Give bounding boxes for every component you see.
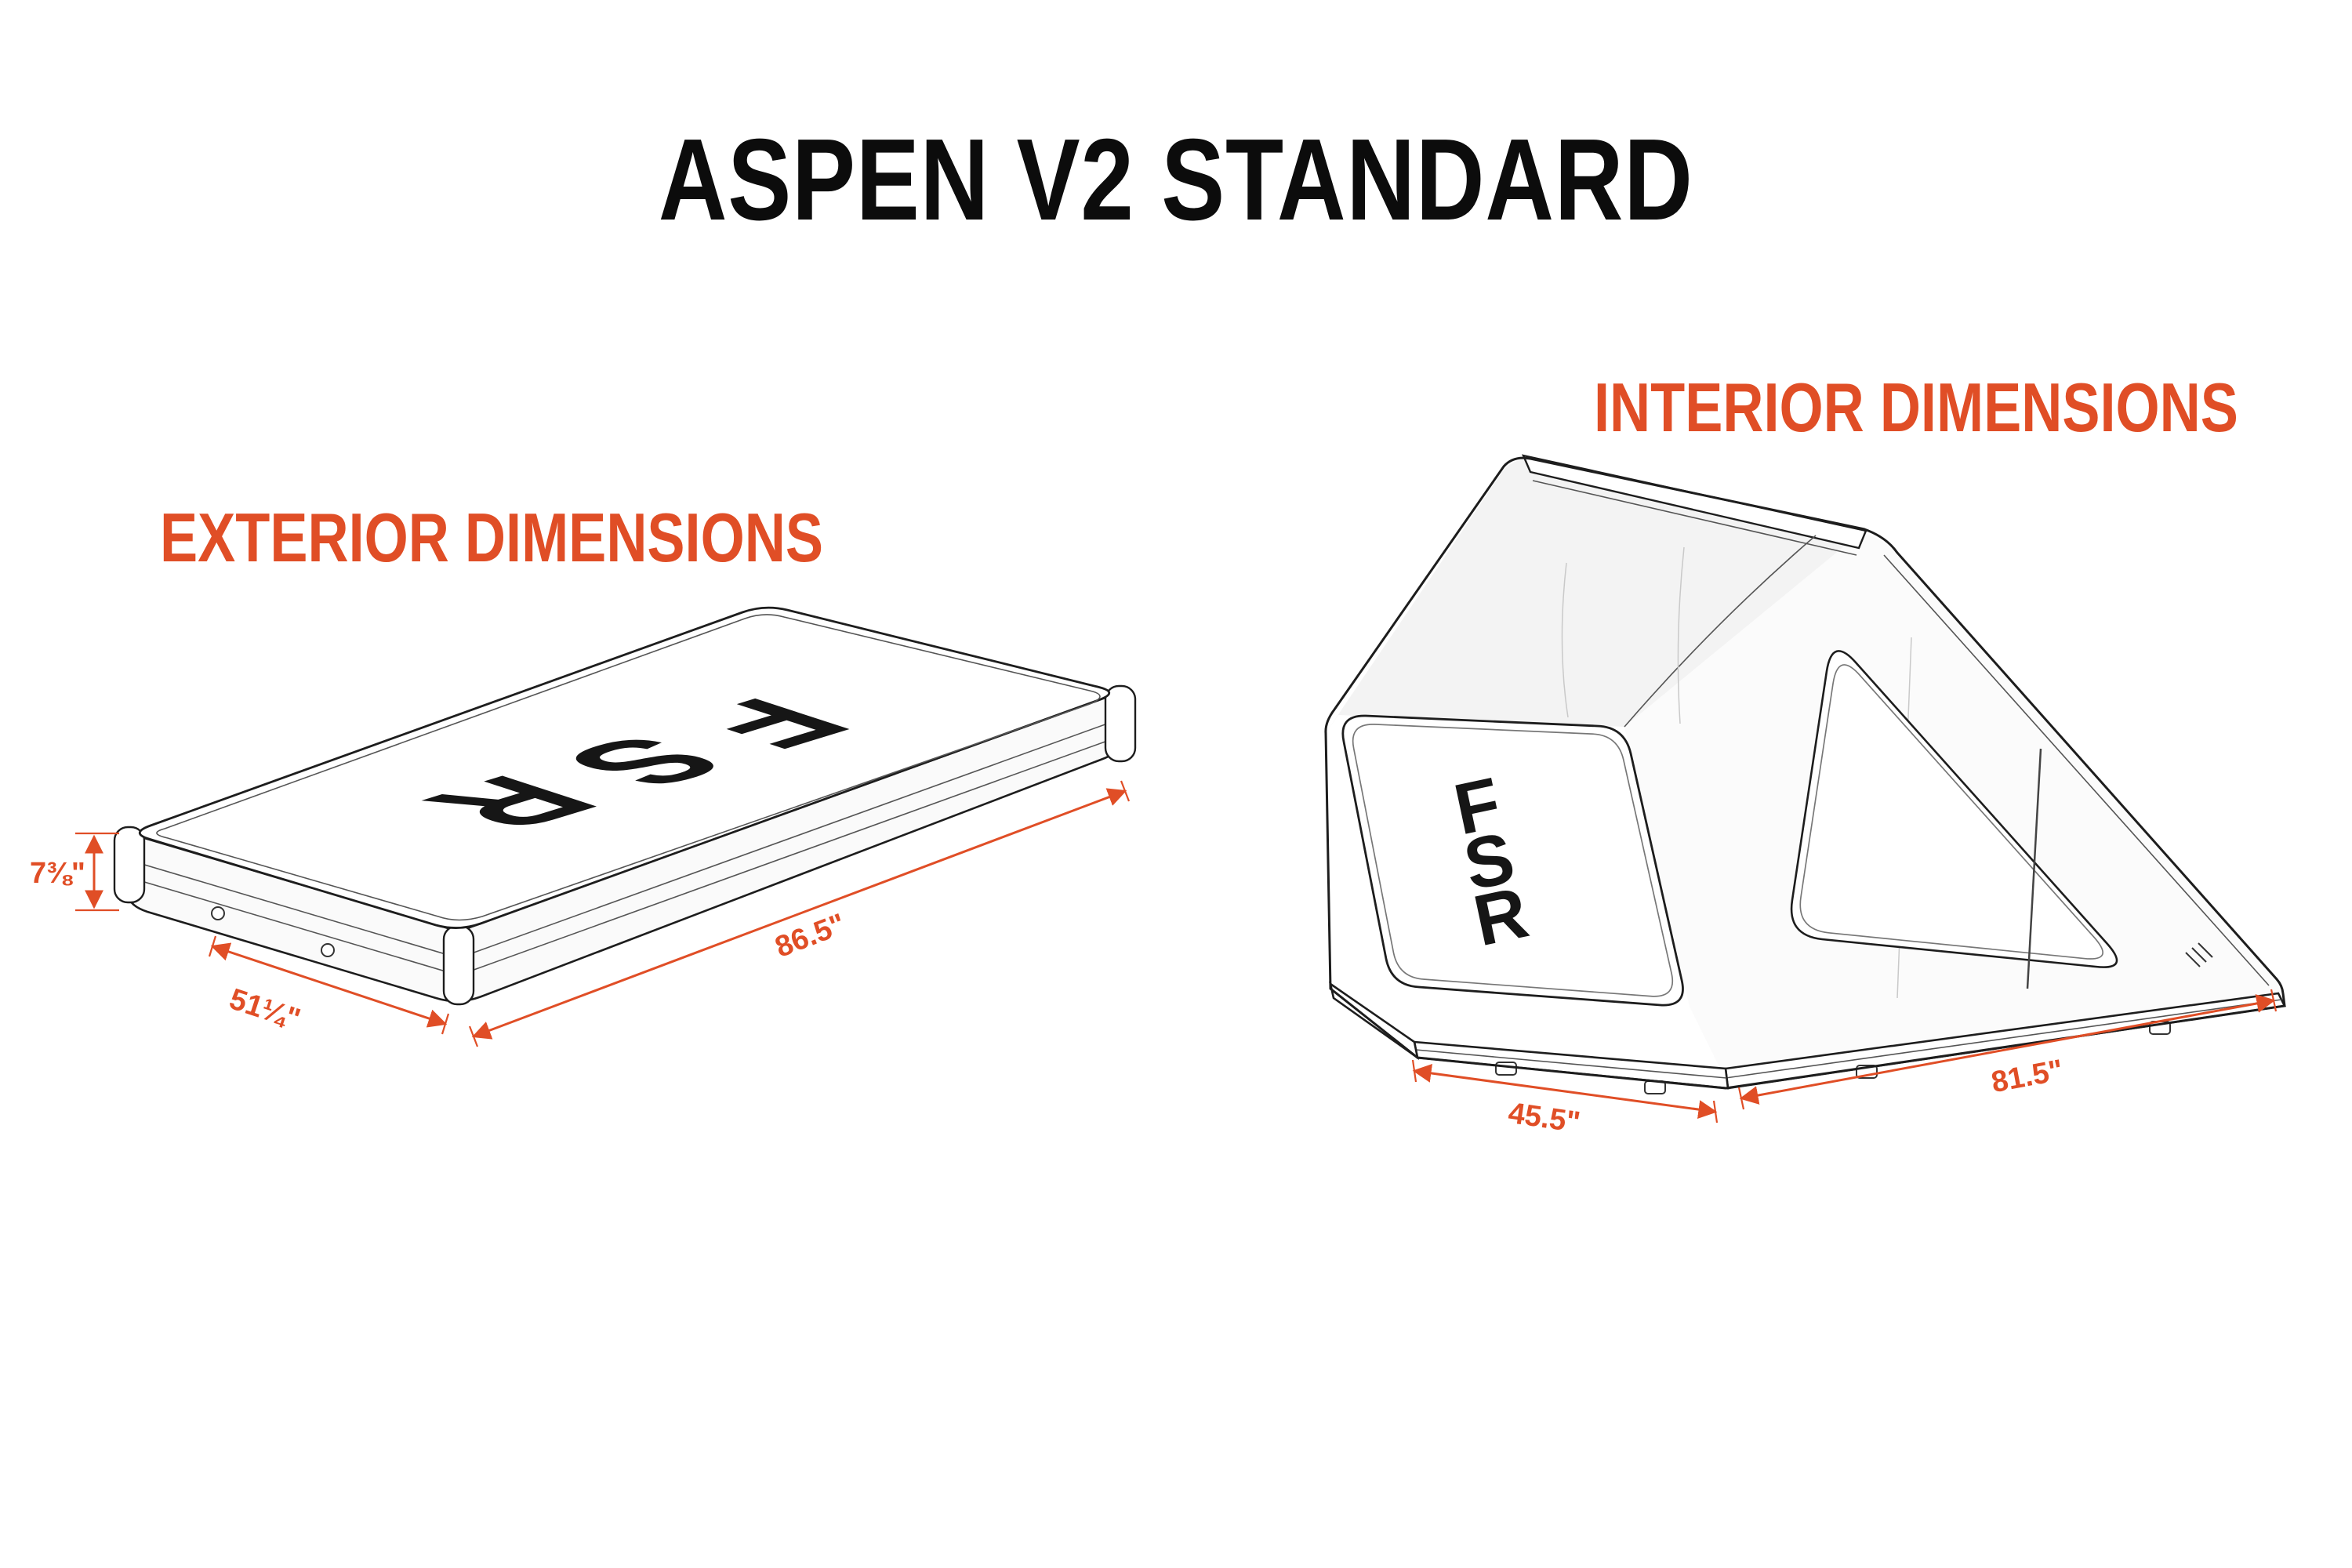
dim-line-width bbox=[210, 942, 448, 1028]
dim-line-width bbox=[1412, 1064, 1718, 1119]
open-tent: F S R bbox=[1324, 454, 2286, 1094]
closed-tent-top-inner-line bbox=[156, 614, 1101, 921]
interior-tent-drawing: F S R bbox=[1324, 454, 2286, 1139]
corner-cap bbox=[442, 924, 475, 1006]
dim-line-length bbox=[471, 788, 1127, 1040]
latch bbox=[211, 906, 225, 920]
corner-cap bbox=[113, 826, 146, 904]
dim-label-length: 86.5" bbox=[771, 908, 850, 964]
fabric-seam bbox=[1624, 535, 1817, 728]
dim-label-length: 81.5" bbox=[1989, 1054, 2066, 1099]
lid-edge-line bbox=[1532, 480, 1857, 556]
front-fabric bbox=[1326, 459, 1861, 733]
interior-section-header: INTERIOR DIMENSIONS bbox=[1594, 373, 2352, 442]
fabric-crease bbox=[1677, 546, 1685, 724]
tail-vent bbox=[2185, 942, 2213, 967]
window-pole bbox=[2026, 748, 2042, 989]
dim-label-width: 45.5" bbox=[1506, 1097, 1582, 1139]
page-title: ASPEN V2 STANDARD bbox=[0, 122, 2352, 238]
slope-inner-line bbox=[1883, 554, 2270, 986]
dim-label-height: 7⅜" bbox=[30, 857, 85, 890]
exterior-header-text: EXTERIOR DIMENSIONS bbox=[160, 499, 823, 576]
dim-line-length bbox=[1739, 994, 2276, 1105]
latch bbox=[321, 943, 335, 957]
page-title-text: ASPEN V2 STANDARD bbox=[659, 115, 1693, 245]
rail-clamp bbox=[1495, 1062, 1517, 1076]
fabric-crease bbox=[1561, 562, 1569, 718]
interior-header-text: INTERIOR DIMENSIONS bbox=[1594, 368, 2238, 446]
exterior-tent-drawing: FSR 7⅜" 51¼" 86.5" bbox=[30, 606, 1137, 1047]
closed-tent-top bbox=[138, 606, 1111, 929]
closed-tent: FSR bbox=[113, 606, 1137, 1006]
exterior-section-header: EXTERIOR DIMENSIONS bbox=[160, 503, 969, 572]
dim-label-width: 51¼" bbox=[225, 982, 303, 1036]
corner-cap bbox=[1104, 684, 1137, 763]
